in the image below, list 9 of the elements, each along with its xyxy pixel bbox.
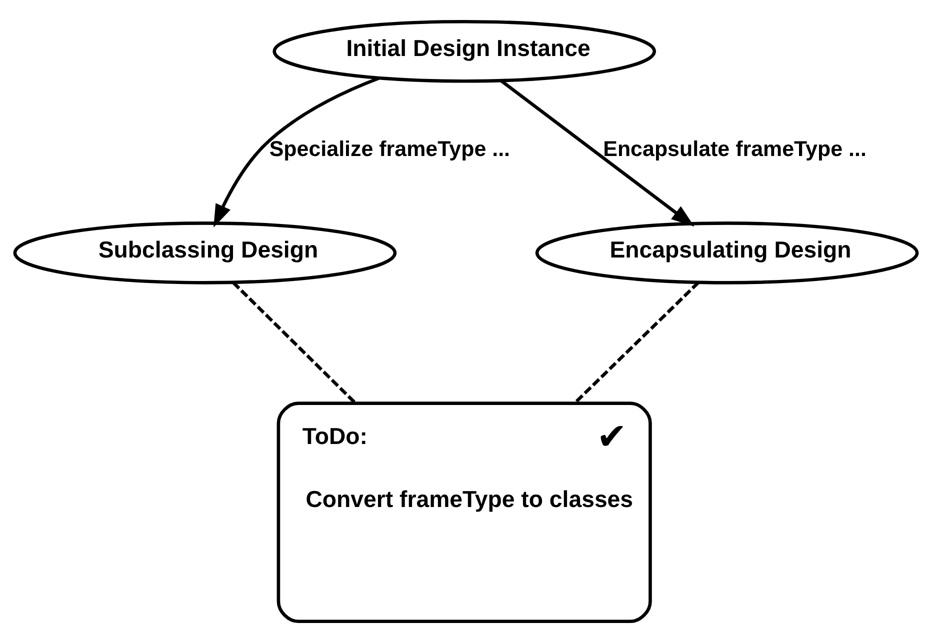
- node-ellipse: Initial Design Instance: [272, 19, 656, 82]
- connector: [232, 280, 356, 404]
- node-box: ToDo: ✔ Convert frameType to classes: [276, 401, 652, 623]
- edge-label: Encapsulate frameType ...: [603, 136, 866, 161]
- node-ellipse: Subclassing Design: [13, 221, 397, 284]
- node-ellipse: Encapsulating Design: [535, 221, 919, 284]
- connector: [574, 280, 700, 404]
- arrow: [214, 76, 380, 228]
- edge-label: Specialize frameType ...: [269, 136, 510, 161]
